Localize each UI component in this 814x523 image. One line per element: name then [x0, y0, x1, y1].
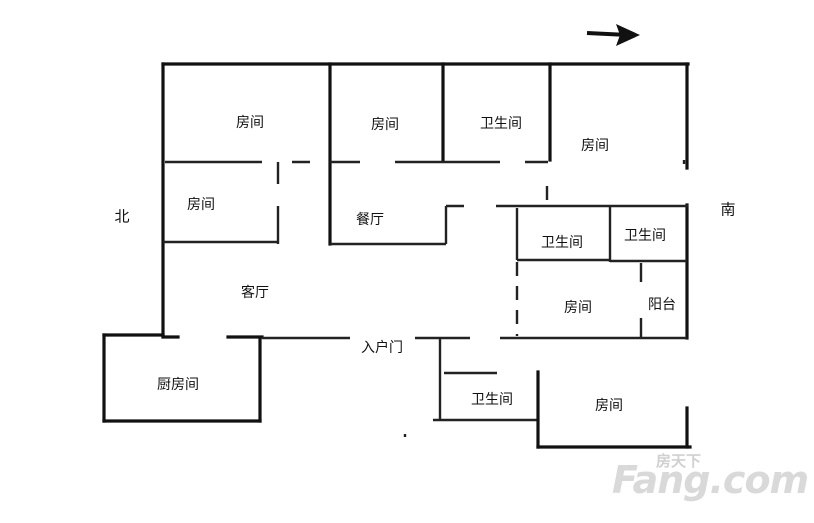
- bathroom-label: 卫生间: [541, 235, 583, 251]
- dining-label: 餐厅: [356, 212, 384, 228]
- north-label: 北: [114, 207, 130, 226]
- fang-watermark-logo: 房天下 Fang.com: [612, 448, 809, 508]
- bathroom-label: 卫生间: [480, 116, 522, 132]
- bathroom-label: 卫生间: [471, 392, 513, 408]
- south-label: 南: [720, 200, 736, 219]
- kitchen-label: 厨房间: [157, 377, 199, 393]
- room-label: 房间: [371, 117, 399, 133]
- room-label: 房间: [187, 197, 215, 213]
- balcony-label: 阳台: [648, 297, 676, 313]
- room-label: 房间: [564, 300, 592, 316]
- room-label: 房间: [581, 138, 609, 154]
- bathroom-label: 卫生间: [624, 228, 666, 244]
- watermark-brand: Fang.com: [612, 458, 809, 502]
- living-room-label: 客厅: [241, 285, 269, 301]
- entrance-label: 入户门: [361, 340, 403, 356]
- watermark-chinese: 房天下: [656, 452, 702, 470]
- room-label: 房间: [236, 115, 264, 131]
- orientation-arrow-icon: [586, 24, 640, 46]
- room-label: 房间: [595, 398, 623, 414]
